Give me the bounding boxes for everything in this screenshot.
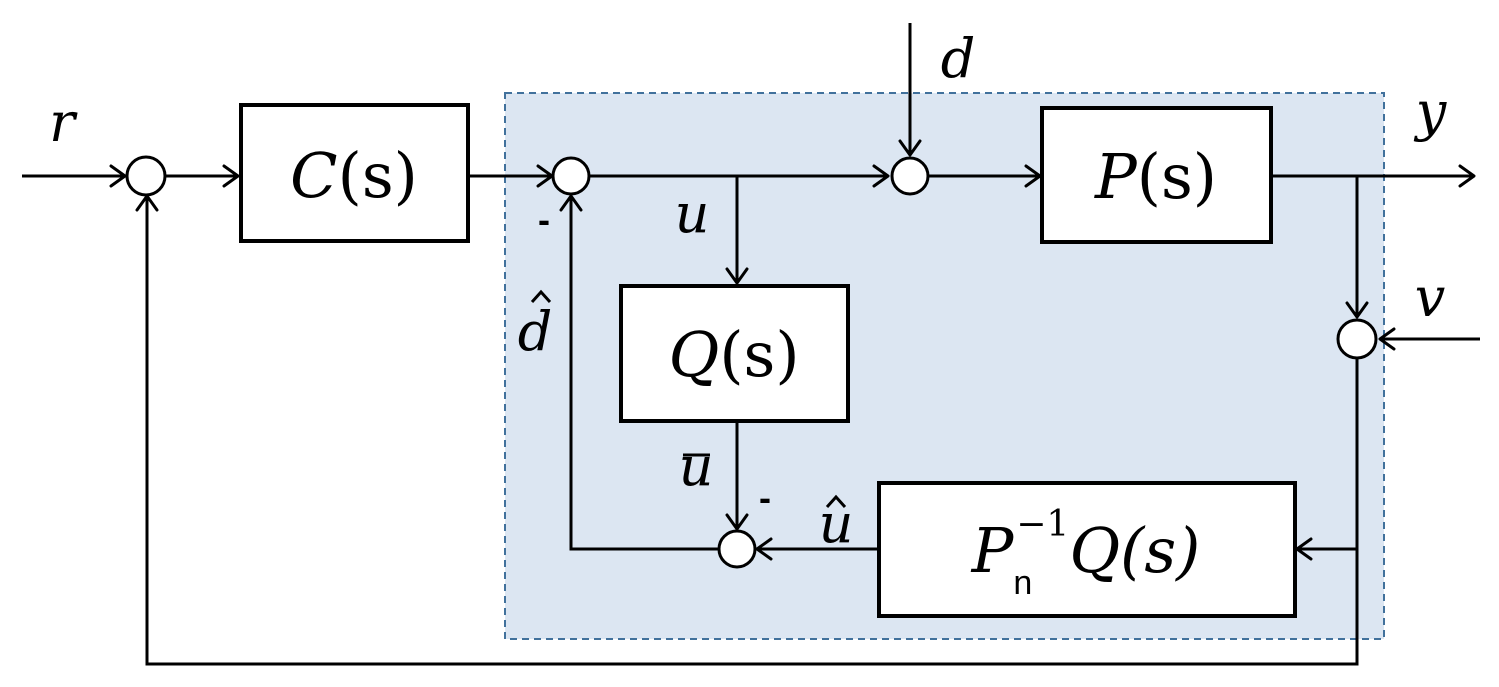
feedback-minus-sign: - (538, 199, 550, 240)
summing-junction-noise (1336, 318, 1378, 360)
label-output-y: y (1414, 80, 1448, 143)
label-disturbance-estimate-dhat: d (518, 300, 553, 363)
label-reference-r: r (49, 91, 78, 154)
arrowhead-dhat-into-sum2 (559, 194, 583, 212)
label-disturbance-d: d (941, 27, 976, 90)
uhat-hat (825, 494, 847, 509)
summing-junction-control (551, 156, 591, 196)
arrowhead-d-into-sum3 (898, 139, 922, 157)
label-noise-v: v (1415, 266, 1446, 329)
controller-label: C(s) (290, 139, 418, 212)
plant-label: P(s) (1094, 140, 1217, 213)
arrowhead-into-sum3 (872, 164, 890, 188)
q-filter-block (619, 284, 850, 423)
wire-dhat-feedback (569, 196, 718, 551)
arrowhead-v-into-sum5 (1378, 327, 1396, 351)
arrowhead-into-sum4-right (755, 537, 773, 561)
arrowhead-into-c (222, 164, 240, 188)
q-filter-label: Q(s) (668, 318, 799, 391)
inverse-model-label: Pn−1Q(s) (971, 504, 1201, 602)
controller-block (239, 103, 470, 243)
filter-minus-sign: - (759, 477, 771, 518)
label-estimated-control-uhat: u (819, 492, 854, 555)
arrowhead-y-output (1458, 164, 1476, 188)
plant-block (1040, 106, 1273, 244)
arrowhead-into-sum5-top (1345, 301, 1369, 319)
arrowheads (109, 139, 1476, 561)
summing-junction-estimate (717, 529, 757, 569)
summing-junction-disturbance (890, 156, 930, 196)
label-control-u: u (675, 182, 710, 245)
inverse-model-block (877, 481, 1297, 618)
signal-wires (22, 23, 1480, 666)
arrowhead-into-sum1 (109, 164, 127, 188)
summing-junction-reference (125, 155, 167, 197)
label-filtered-control-ubar: u (679, 435, 714, 498)
wire-outer-feedback (145, 196, 1359, 666)
dhat-hat (530, 289, 552, 304)
arrowhead-into-sum4-top (725, 513, 749, 531)
arrowhead-into-q (725, 267, 749, 285)
